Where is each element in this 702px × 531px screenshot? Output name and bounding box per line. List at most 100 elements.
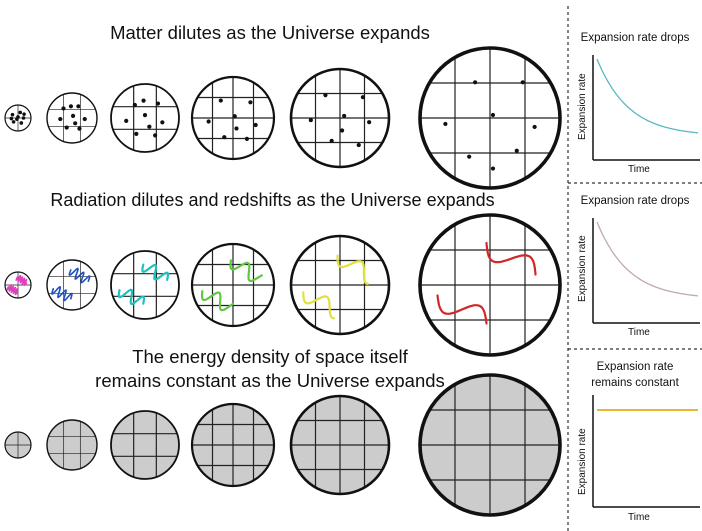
dark-energy-universe-6 [418,373,562,517]
radiation-universe-1 [4,271,32,299]
radiation-grid-lines [291,236,389,334]
matter-particle-dot [160,120,165,125]
dark-energy-universe-fill [47,420,97,470]
matter-particle-dot [218,98,223,103]
matter-particle-dot [132,102,137,108]
matter-particle-dot [61,106,66,111]
dark-energy-universe-outline [4,431,32,459]
matter-universe-outline [4,104,32,132]
dark-energy-universe-outline [110,410,180,480]
matter-particle-dot [367,120,372,125]
matter-universe-outline [46,92,98,144]
matter-row-title: Matter dilutes as the Universe expands [110,22,430,43]
photon-wave [200,259,263,312]
radiation-universe-outline [46,259,98,311]
radiation-universe-outline [190,242,276,328]
dark-energy-grid-lines [111,411,179,479]
matter-particle-dot [82,116,87,122]
matter-particle-dot [360,95,366,100]
matter-universe-outline [289,67,391,169]
matter-particle-dot [22,112,26,116]
dark-energy-universe-outline [418,373,562,517]
matter-universe-3 [110,83,180,153]
matter-particle-dot [10,112,15,117]
radiation-universe-3 [110,250,180,320]
dark-energy-universe-fill [111,411,179,479]
dark-energy-universe-2 [46,419,98,471]
matter-particle-dot [356,142,361,148]
matter-particle-dot [16,115,20,119]
radiation-universe-outline [110,250,180,320]
matter-particle-dot [19,121,24,125]
dark-energy-universe-outline [46,419,98,471]
photon-wave [436,241,537,325]
dark-energy-grid-lines [192,404,274,486]
matter-universe-outline [110,83,180,153]
panel-matter-title: Expansion rate drops [580,32,690,44]
matter-particle-dot [147,124,152,129]
matter-universe-1 [4,104,32,132]
expansion-rate-curve [596,58,699,134]
matter-universe-outline [418,46,562,190]
dark-energy-row-title-line1: The energy density of space itself [132,346,408,367]
matter-particle-dot [11,120,16,124]
matter-particle-dot [64,125,69,130]
radiation-universe-5 [289,234,391,336]
radiation-universe-6 [418,213,562,357]
radiation-grid-lines [5,272,31,298]
matter-particle-dot [244,136,250,142]
matter-grid-lines [192,77,274,159]
matter-grid-lines [420,48,560,188]
matter-particle-dot [232,114,237,119]
radiation-row-title: Radiation dilutes and redshifts as the U… [50,190,495,210]
radiation-universe-4 [190,242,276,328]
dark-energy-universe-1 [4,431,32,459]
matter-particle-dot [153,133,158,138]
matter-particle-dot [234,126,239,131]
matter-particle-dot [490,166,496,171]
matter-particle-dot [248,100,253,105]
dark-energy-universe-3 [110,410,180,480]
expansion-rate-curve [596,221,699,297]
matter-particle-dot [339,128,345,133]
matter-particle-dot [68,104,74,109]
matter-particle-dot [141,98,146,103]
dark-energy-grid-lines [47,420,97,470]
matter-particle-dot [124,118,129,123]
matter-universe-5 [289,67,391,169]
matter-particle-dot [443,121,448,127]
matter-universe-4 [190,75,276,161]
matter-particle-dot [342,113,347,119]
matter-particle-dot [490,112,496,118]
dark-energy-universe-5 [289,394,391,496]
matter-particle-dot [514,148,519,153]
radiation-universe-2 [46,259,98,311]
dark-energy-grid-lines [5,432,31,458]
radiation-universe-outline [418,213,562,357]
expansion-rate-graph-1 [592,55,700,161]
dark-energy-row-title-line2: remains constant as the Universe expands [95,370,445,391]
panel-dark-energy-title-line2: remains constant [591,377,679,389]
radiation-universe-outline [289,234,391,336]
matter-particle-dot [70,113,76,118]
matter-particle-dot [9,116,14,121]
matter-universe-fill [111,84,179,152]
matter-particle-dot [134,131,139,136]
dark-energy-universe-outline [289,394,391,496]
matter-particle-dot [58,116,63,122]
panel-radiation-title: Expansion rate drops [580,195,690,207]
matter-particle-dot [142,113,148,118]
matter-grid-lines [47,93,97,143]
matter-particle-dot [473,80,478,85]
matter-grid-lines [291,69,389,167]
radiation-universe-fill [111,251,179,319]
radiation-grid-lines [420,215,560,355]
dark-energy-universe-outline [190,402,276,488]
matter-particle-dot [222,135,227,140]
photon-wave [6,274,28,296]
matter-particle-dot [323,92,328,98]
expansion-rate-graph-2 [592,218,700,324]
photon-wave [51,267,91,302]
radiation-grid-lines [192,244,274,326]
